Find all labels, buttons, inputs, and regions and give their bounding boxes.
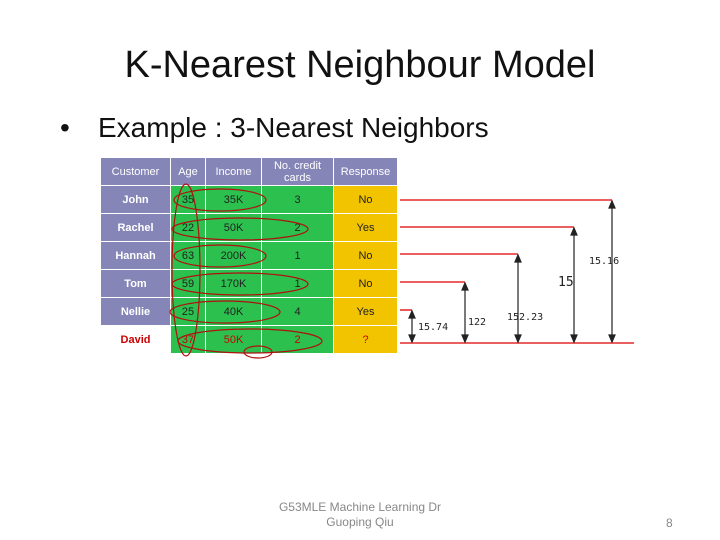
slide-title: K-Nearest Neighbour Model (124, 44, 596, 86)
distance-label-nellie: 15.74 (418, 322, 449, 333)
distance-label-john: 15.16 (589, 256, 620, 267)
annotation-circle (171, 183, 201, 357)
header-income: Income (205, 157, 262, 186)
cell-response: Yes (333, 297, 398, 326)
annotation-circle (243, 345, 273, 359)
bullet-point: • Example : 3-Nearest Neighbors (60, 112, 489, 144)
bullet-text: Example : 3-Nearest Neighbors (98, 112, 489, 143)
cell-response: ? (333, 325, 398, 354)
cell-credit-cards: 4 (261, 297, 334, 326)
table-header-row: Customer Age Income No. credit cards Res… (100, 157, 398, 186)
cell-customer: John (100, 185, 171, 214)
annotation-circle (177, 328, 323, 354)
distance-label-hannah: 152.23 (507, 312, 544, 323)
distance-label-rachel: 15 (558, 275, 574, 290)
arrowhead-icon (408, 309, 416, 319)
header-credit-cards: No. credit cards (261, 157, 334, 186)
cell-credit-cards: 2 (261, 213, 334, 242)
arrowhead-icon (461, 281, 469, 291)
cell-income: 50K (205, 325, 262, 354)
annotation-circle (171, 272, 309, 296)
arrowhead-icon (608, 334, 616, 344)
table-row: Hannah 63 200K 1 No (100, 241, 398, 270)
cell-customer: Tom (100, 269, 171, 298)
annotation-circles (169, 183, 323, 359)
header-response: Response (333, 157, 398, 186)
arrowhead-icon (514, 334, 522, 344)
arrowhead-icon (408, 334, 416, 344)
page-number: 8 (666, 516, 673, 530)
customer-table: Customer Age Income No. credit cards Res… (100, 157, 398, 354)
cell-customer: Nellie (100, 297, 171, 326)
footer-line: G53MLE Machine Learning Dr (278, 500, 442, 514)
cell-response: Yes (333, 213, 398, 242)
annotation-circle (173, 244, 267, 268)
cell-customer: David (100, 325, 171, 354)
cell-customer: Hannah (100, 241, 171, 270)
annotation-circle (173, 188, 267, 212)
distance-brackets (400, 199, 634, 344)
table-row: John 35 35K 3 No (100, 185, 398, 214)
query-row: David 37 50K 2 ? (100, 325, 398, 354)
arrowhead-icon (570, 334, 578, 344)
cell-response: No (333, 269, 398, 298)
arrowhead-icon (461, 334, 469, 344)
annotation-circle (169, 300, 281, 324)
arrowhead-icon (514, 253, 522, 263)
annotation-circle (171, 217, 309, 241)
distance-label-tom: 122 (468, 317, 487, 328)
arrowhead-icon (570, 226, 578, 236)
cell-response: No (333, 241, 398, 270)
distance-arrows (408, 199, 616, 344)
arrowhead-icon (608, 199, 616, 209)
footer-line: Guoping Qiu (326, 515, 394, 529)
table-row: Rachel 22 50K 2 Yes (100, 213, 398, 242)
footer-text: G53MLE Machine Learning Dr Guoping Qiu (240, 500, 480, 530)
header-age: Age (170, 157, 206, 186)
cell-response: No (333, 185, 398, 214)
bullet-dot-icon: • (60, 112, 70, 143)
